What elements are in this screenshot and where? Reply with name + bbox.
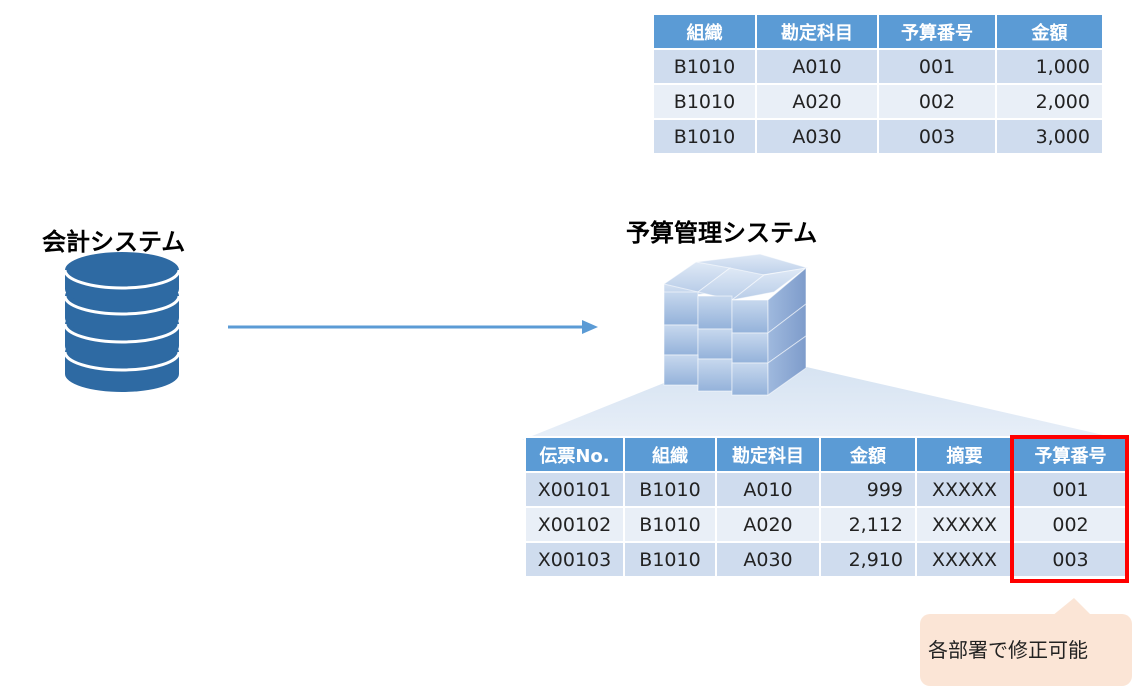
table-cell: 002: [1012, 506, 1129, 543]
table-row: B1010 A030 003 3,000: [652, 118, 1104, 155]
table-header-row: 伝票No. 組織 勘定科目 金額 摘要 予算番号: [524, 436, 1129, 473]
header-cell: 予算番号: [1012, 436, 1129, 473]
header-cell: 勘定科目: [755, 13, 879, 50]
table-cell: B1010: [623, 471, 717, 508]
table-cell: 001: [1012, 471, 1129, 508]
callout-text: 各部署で修正可能: [928, 638, 1088, 662]
header-cell: 摘要: [915, 436, 1014, 473]
table-cell: B1010: [623, 506, 717, 543]
table-cell: A010: [755, 48, 879, 85]
table-cell: 999: [819, 471, 917, 508]
database-icon: [63, 252, 181, 392]
table-cell: X00102: [524, 506, 625, 543]
table-cell: 2,910: [819, 541, 917, 578]
header-cell: 組織: [652, 13, 757, 50]
projection-wedge: [522, 366, 1125, 440]
table-header-row: 組織 勘定科目 予算番号 金額: [652, 13, 1104, 50]
table-cell: A020: [755, 83, 879, 120]
table-cell: XXXXX: [915, 506, 1014, 543]
table-cell: B1010: [652, 48, 757, 85]
table-cell: B1010: [623, 541, 717, 578]
table-cell: A010: [715, 471, 821, 508]
table-cell: X00103: [524, 541, 625, 578]
table-cell: A030: [755, 118, 879, 155]
table-cell: 002: [877, 83, 997, 120]
table-cell: 003: [877, 118, 997, 155]
table-cell: B1010: [652, 83, 757, 120]
header-cell: 金額: [819, 436, 917, 473]
table-row: B1010 A010 001 1,000: [652, 48, 1104, 85]
budget-system-label: 予算管理システム: [626, 219, 818, 247]
table-cell: 001: [877, 48, 997, 85]
table-cell: 003: [1012, 541, 1129, 578]
table-cell: B1010: [652, 118, 757, 155]
accounting-system-label: 会計システム: [42, 228, 186, 256]
table-cell: X00101: [524, 471, 625, 508]
callout-box: [920, 614, 1132, 686]
table-cell: 2,000: [995, 83, 1104, 120]
table-row: X00103 B1010 A030 2,910 XXXXX 003: [524, 541, 1129, 578]
header-cell: 伝票No.: [524, 436, 625, 473]
header-cell: 組織: [623, 436, 717, 473]
header-cell: 勘定科目: [715, 436, 821, 473]
cube-icon: [662, 253, 809, 396]
table-row: X00102 B1010 A020 2,112 XXXXX 002: [524, 506, 1129, 543]
table-cell: XXXXX: [915, 471, 1014, 508]
table-cell: 3,000: [995, 118, 1104, 155]
table-cell: A030: [715, 541, 821, 578]
table-cell: A020: [715, 506, 821, 543]
callout-pointer: [1052, 598, 1092, 616]
header-cell: 金額: [995, 13, 1104, 50]
table-row: X00101 B1010 A010 999 XXXXX 001: [524, 471, 1129, 508]
budget-number-highlight: [1010, 435, 1129, 583]
flow-arrow: [228, 320, 598, 334]
table-cell: 2,112: [819, 506, 917, 543]
top-budget-table: 組織 勘定科目 予算番号 金額 B1010 A010 001 1,000 B10…: [652, 13, 1104, 155]
header-cell: 予算番号: [877, 13, 997, 50]
voucher-table: 伝票No. 組織 勘定科目 金額 摘要 予算番号 X00101 B1010 A0…: [524, 436, 1129, 578]
table-row: B1010 A020 002 2,000: [652, 83, 1104, 120]
table-cell: XXXXX: [915, 541, 1014, 578]
table-cell: 1,000: [995, 48, 1104, 85]
